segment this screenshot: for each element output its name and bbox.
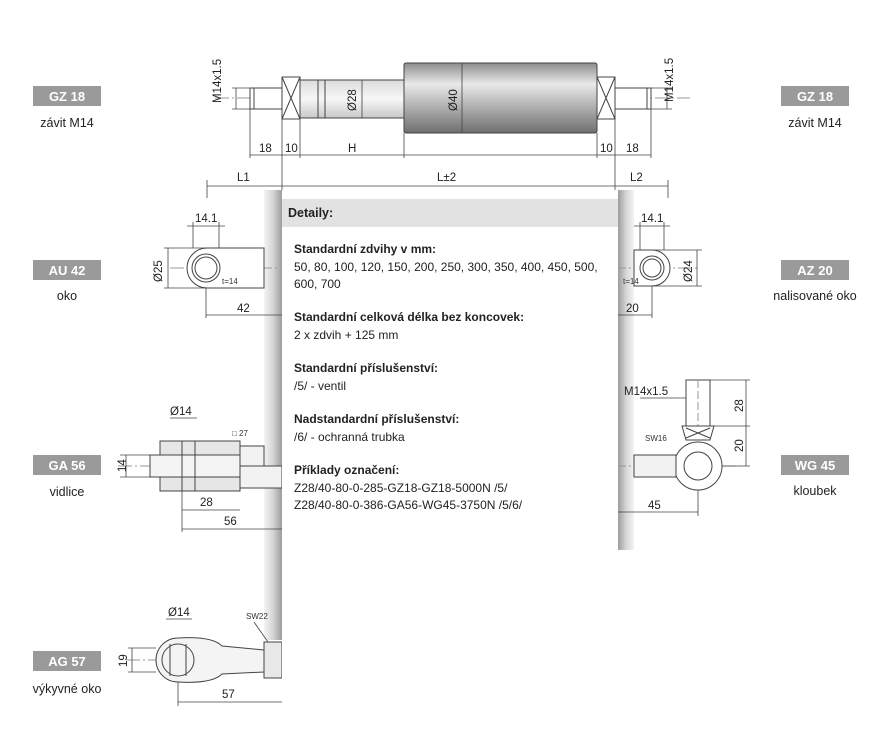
caption-gz18-left: závit M14: [40, 116, 94, 130]
wg45-dim-h2: 20: [734, 439, 746, 452]
au42-dim-len: 42: [237, 303, 250, 315]
dim-l: L±2: [437, 172, 456, 184]
ag57-dim-d: Ø14: [168, 607, 190, 619]
ga56-drawing: [118, 417, 290, 532]
details-line: 2 x zdvih + 125 mm: [294, 328, 399, 342]
badge-gz18-left: GZ 18: [33, 86, 101, 106]
dim-h: H: [348, 143, 356, 155]
az20-dim-t: t=14: [623, 277, 639, 286]
badge-az20: AZ 20: [781, 260, 849, 280]
caption-ga56: vidlice: [49, 485, 85, 499]
wg45-dim-sw: SW16: [645, 434, 667, 443]
wg45-dim-h1: 28: [734, 399, 746, 412]
badge-au42: AU 42: [33, 260, 101, 280]
ag57-drawing: [126, 618, 290, 706]
details-section-title: Nadstandardní příslušenství:: [294, 412, 460, 426]
caption-au42: oko: [56, 289, 78, 303]
ag57-dim-len: 57: [222, 689, 235, 701]
details-section-title: Standardní celková délka bez koncovek:: [294, 310, 525, 324]
dim-18-right: 18: [626, 143, 639, 155]
az20-dim-w: 14.1: [641, 213, 663, 225]
dim-thread-right: M14x1.5: [664, 58, 676, 102]
az20-dim-d: Ø24: [683, 260, 695, 282]
au42-dim-w: 14.1: [195, 213, 217, 225]
ag57-dim-h: 19: [118, 654, 130, 667]
ag57-dim-sw: SW22: [246, 612, 268, 621]
ga56-dim-d: Ø14: [170, 406, 192, 418]
dim-rod-diameter: Ø28: [347, 89, 359, 111]
left-column-shade: [264, 190, 282, 640]
details-section-strokes: Standardní zdvihy v mm: 50, 80, 100, 120…: [294, 241, 606, 293]
ga56-dim-sq: □ 27: [232, 429, 249, 438]
au42-dim-t: t=14: [222, 277, 238, 286]
right-column-shade: [618, 190, 634, 550]
wg45-drawing: [612, 379, 750, 516]
caption-az20: nalisované oko: [773, 289, 857, 303]
au42-dim-d: Ø25: [153, 260, 165, 282]
details-line: 50, 80, 100, 120, 150, 200, 250, 300, 35…: [294, 260, 598, 274]
details-line: Z28/40-80-0-285-GZ18-GZ18-5000N /5/: [294, 481, 508, 495]
badge-ga56: GA 56: [33, 455, 101, 475]
wg45-dim-thread: M14x1.5: [624, 386, 668, 398]
dim-thread-left: M14x1.5: [212, 59, 224, 103]
details-section-title: Příklady označení:: [294, 463, 400, 477]
caption-wg45: kloubek: [793, 484, 837, 498]
details-section-length: Standardní celková délka bez koncovek: 2…: [294, 309, 606, 344]
details-line: Z28/40-80-0-386-GA56-WG45-3750N /5/6/: [294, 498, 523, 512]
details-section-examples: Příklady označení: Z28/40-80-0-285-GZ18-…: [294, 462, 606, 514]
gas-spring-cylinder: [215, 62, 690, 134]
details-line: /5/ - ventil: [294, 379, 347, 393]
details-line: /6/ - ochranná trubka: [294, 430, 405, 444]
top-dimension-lines: [206, 63, 672, 198]
az20-dim-len: 20: [626, 303, 639, 315]
au42-drawing: [164, 222, 290, 318]
caption-ag57: výkyvné oko: [32, 682, 102, 696]
ga56-dim-h: 14: [117, 459, 129, 472]
details-line: 600, 700: [294, 277, 341, 291]
details-section-title: Standardní příslušenství:: [294, 361, 439, 375]
badge-ag57: AG 57: [33, 651, 101, 671]
caption-gz18-right: závit M14: [788, 116, 842, 130]
az20-drawing: [612, 222, 702, 318]
dim-10-right: 10: [600, 143, 613, 155]
details-section-extra-accessories: Nadstandardní příslušenství: /6/ - ochra…: [294, 411, 606, 446]
wg45-dim-len: 45: [648, 500, 661, 512]
ga56-dim-l1: 28: [200, 497, 213, 509]
details-section-accessories: Standardní příslušenství: /5/ - ventil: [294, 360, 606, 395]
dim-tube-diameter: Ø40: [448, 89, 460, 111]
dim-l2: L2: [630, 172, 643, 184]
badge-wg45: WG 45: [781, 455, 849, 475]
dim-l1: L1: [237, 172, 250, 184]
details-section-title: Standardní zdvihy v mm:: [294, 242, 437, 256]
dim-10-left: 10: [285, 143, 298, 155]
badge-gz18-right: GZ 18: [781, 86, 849, 106]
details-header: Detaily:: [282, 199, 618, 227]
details-panel: Detaily: Standardní zdvihy v mm: 50, 80,…: [282, 199, 618, 708]
dim-18-left: 18: [259, 143, 272, 155]
ga56-dim-l2: 56: [224, 516, 237, 528]
